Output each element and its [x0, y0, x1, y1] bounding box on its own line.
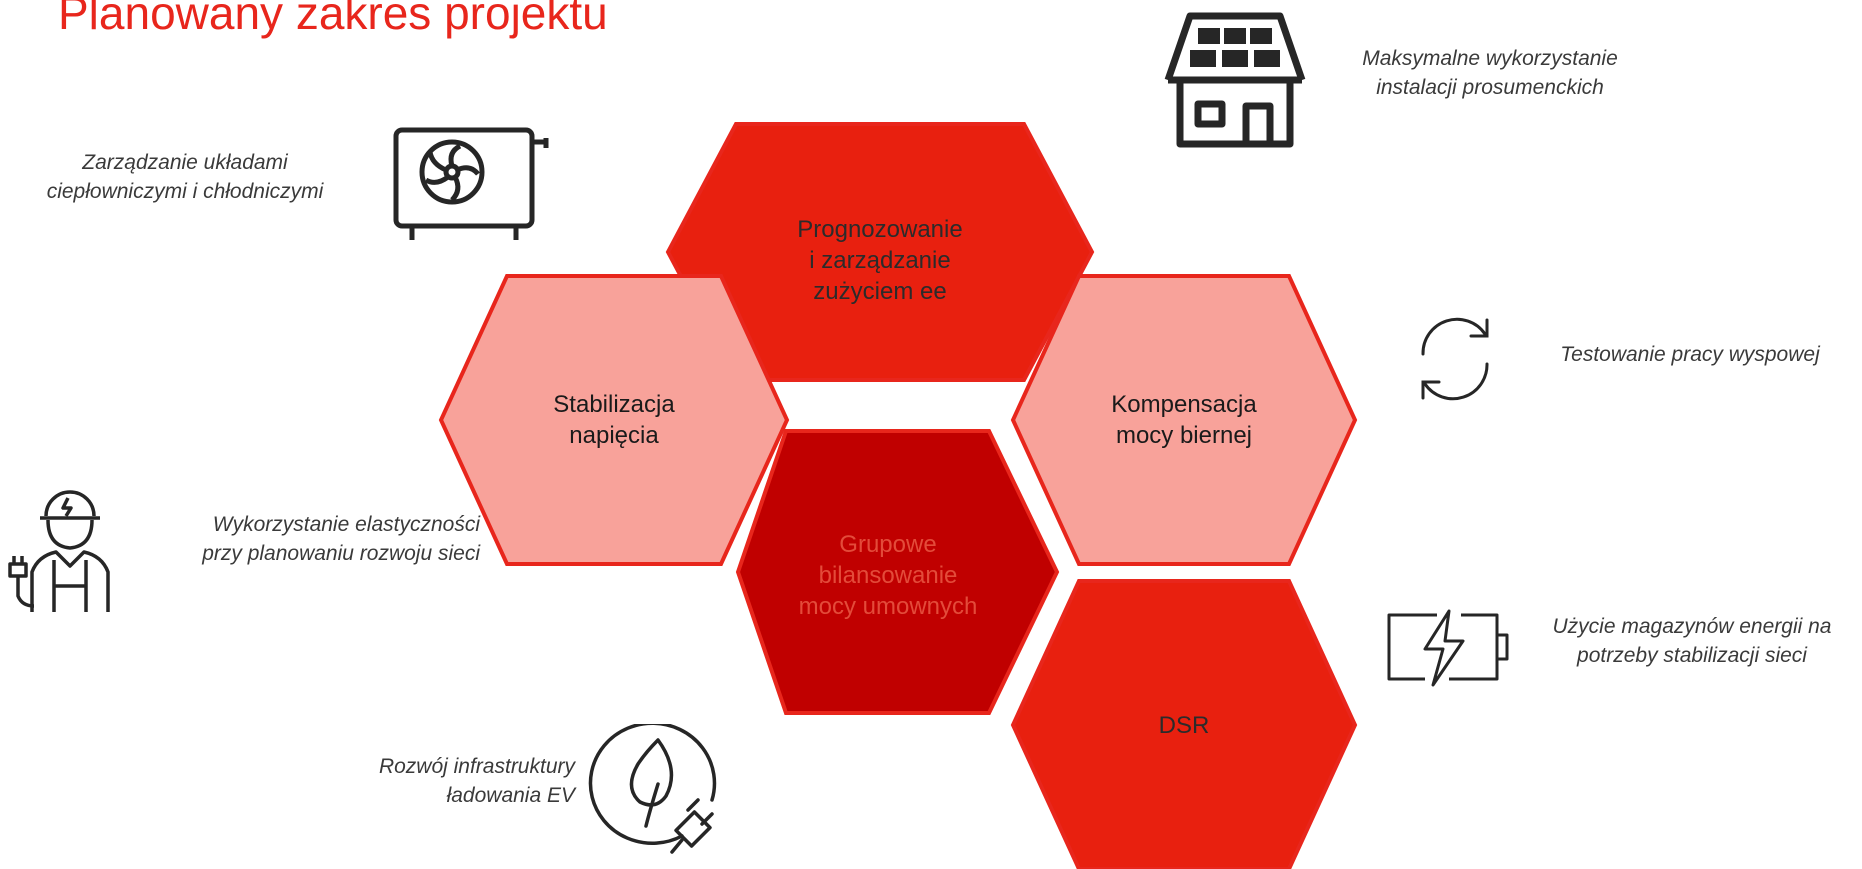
hexagon-dsr — [1010, 579, 1358, 869]
note-cieplo: Zarządzanie układami ciepłowniczymi i ch… — [46, 151, 324, 203]
hexagon-label-prognozowanie: Prognozowanie i zarządzanie zużyciem ee — [797, 215, 963, 305]
solar-house-icon — [1164, 12, 1306, 148]
note-prosument: Maksymalne wykorzystanie instalacji pros… — [1362, 47, 1618, 99]
heat-pump-icon — [393, 127, 549, 240]
note-ev: Rozwój infrastruktury ładowania EV — [378, 755, 575, 807]
battery-bolt-icon — [1387, 609, 1509, 687]
hexagon-grupowe — [735, 429, 1060, 715]
note-elastycznosc: Wykorzystanie elastyczności przy planowa… — [202, 513, 480, 565]
hexagon-label-dsr: DSR — [1158, 711, 1210, 739]
hexagon-stabilizacja — [438, 274, 790, 566]
hexagon-kompensacja — [1010, 274, 1358, 566]
hexagon-prognozowanie — [665, 122, 1095, 382]
page-title: Planowany zakres projektu — [58, 0, 608, 39]
note-magazyny: Użycie magazynów energii na potrzeby sta… — [1552, 615, 1832, 667]
note-wyspa: Testowanie pracy wyspowej — [1560, 343, 1820, 366]
electrician-icon — [8, 490, 110, 612]
hexagon-label-grupowe: Grupowe bilansowanie mocy umownych — [798, 530, 978, 620]
leaf-plug-icon — [588, 724, 717, 854]
cycle-arrows-icon — [1421, 317, 1489, 401]
hexagon-label-stabilizacja: Stabilizacja napięcia — [553, 391, 675, 449]
hexagon-label-kompensacja: Kompensacja mocy biernej — [1111, 391, 1257, 449]
